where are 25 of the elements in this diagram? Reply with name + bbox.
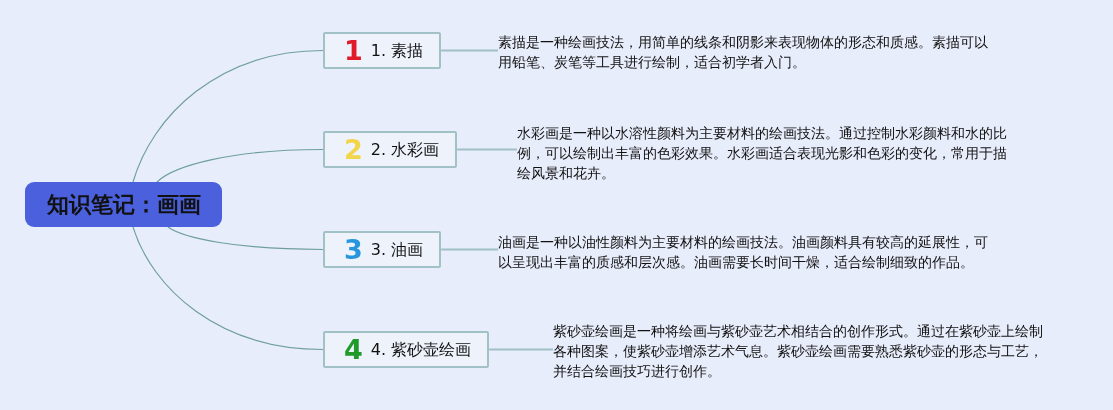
topic-box <box>323 331 490 368</box>
number-marker: 2 <box>344 136 363 163</box>
topic-label: 4. 紫砂壶绘画 <box>370 339 472 360</box>
description-text: 油画是一种以油性颜料为主要材料的绘画技法。油画颜料具有较高的延展性，可以呈现出丰富的质感和层次感。油画需要长时间干燥，适合绘制细致的作品。 <box>498 232 992 272</box>
connector-line <box>456 148 518 151</box>
central-topic: 知识笔记：画画 <box>25 182 222 227</box>
connector-line <box>167 226 324 251</box>
topic-label: 3. 油画 <box>370 239 424 260</box>
description-text: 水彩画是一种以水溶性颜料为主要材料的绘画技法。通过控制水彩颜料和水的比例，可以绘制出丰富的色彩效果。水彩画适合表现光影和色彩的变化，常用于描绘风景和花卉。 <box>517 123 1011 183</box>
connector-line <box>156 148 324 183</box>
connector-line <box>488 348 554 351</box>
connector-line <box>132 226 324 351</box>
description-text: 素描是一种绘画技法，用简单的线条和阴影来表现物体的形态和质感。素描可以用铅笔、炭笔等工具进行绘制，适合初学者入门。 <box>498 32 992 72</box>
number-marker: 4 <box>344 336 363 363</box>
description-text: 紫砂壶绘画是一种将绘画与紫砂壶艺术相结合的创作形式。通过在紫砂壶上绘制各种图案，使紫砂壶增添艺术气息。紫砂壶绘画需要熟悉紫砂壶的形态与工艺，并结合绘画技巧进行创作。 <box>553 321 1047 381</box>
topic-box <box>323 131 458 168</box>
number-marker: 1 <box>344 37 363 64</box>
topic-label: 1. 素描 <box>370 40 424 61</box>
connector-line <box>440 49 499 52</box>
topic-box <box>323 32 442 69</box>
connector-line <box>440 248 499 251</box>
topic-box <box>323 231 442 268</box>
number-marker: 3 <box>344 236 363 263</box>
topic-label: 2. 水彩画 <box>370 139 440 160</box>
connector-line <box>132 49 324 183</box>
